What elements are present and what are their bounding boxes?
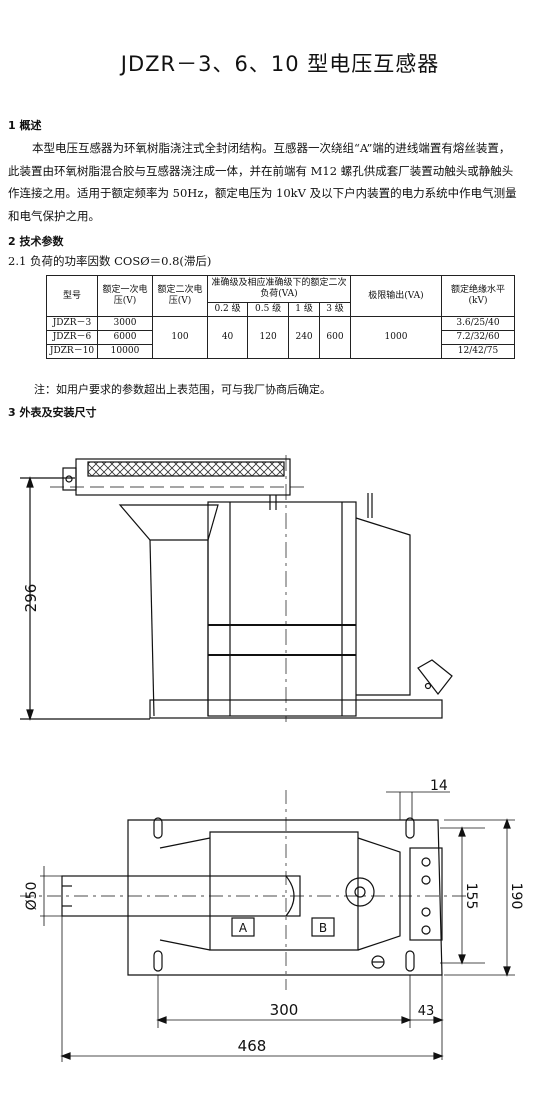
section-2-heading: 2 技术参数 <box>8 235 64 248</box>
section-2-1-line: 2.1 负荷的功率因数 COSØ＝0.8(滞后) <box>8 254 212 268</box>
section-1-body: 本型电压互感器为环氧树脂浇注式全封闭结构。互感器一次绕组“A”端的进线端置有熔丝… <box>8 137 553 227</box>
main-body <box>207 501 357 717</box>
cell-load: 40 <box>206 316 249 359</box>
cell-model: JDZR－10 <box>46 344 98 359</box>
mounting-slot <box>405 950 415 972</box>
dim-label-height: 296 <box>22 584 40 613</box>
dim-label-155: 155 <box>463 883 479 910</box>
cell-limit: 1000 <box>350 316 442 359</box>
terminal-a-box <box>231 917 255 937</box>
body-line-2: 此装置由环氧树脂混合胶与互感器浇注成一体，并在前端有 M12 螺孔供成套厂装置动… <box>8 163 514 178</box>
dim-label-diameter: Ø50 <box>24 882 40 911</box>
mounting-slot <box>153 817 163 839</box>
dim-label-190: 190 <box>508 883 524 910</box>
th-limit: 极限输出(VA) <box>350 275 442 317</box>
body-line-4: 和电气保护之用。 <box>8 208 100 223</box>
screw-icon <box>354 886 366 898</box>
base-outline <box>127 819 443 976</box>
terminal-boss <box>345 877 375 907</box>
side-view: 296 <box>20 455 453 722</box>
screw-icon <box>421 907 431 917</box>
cell-primary: 10000 <box>97 344 153 359</box>
mounting-slot <box>153 950 163 972</box>
section-1-heading: 1 概述 <box>8 119 42 132</box>
arrow-icon <box>503 818 511 977</box>
plan-view: A B Ø50 14 155 190 <box>20 778 524 1062</box>
fuse-end-cap <box>62 467 77 491</box>
dim-label-468: 468 <box>238 1037 267 1055</box>
arrow-icon <box>60 1052 444 1060</box>
terminal-b-label: B <box>319 921 327 935</box>
dim-label-43: 43 <box>418 1004 435 1019</box>
arrow-icon <box>458 826 466 965</box>
rear-body <box>355 517 411 696</box>
secondary-terminal-block <box>409 847 443 941</box>
cell-insulation: 12/42/75 <box>441 344 515 359</box>
body-line-1: 本型电压互感器为环氧树脂浇注式全封闭结构。互感器一次绕组“A”端的进线端置有熔丝… <box>32 141 511 155</box>
spec-table: 型号 额定一次电压(V) 额定二次电压(V) 准确级及相应准确级下的额定二次负荷… <box>46 275 515 359</box>
body-line-3: 作连接之用。适用于额定频率为 50Hz，额定电压为 10kV 及以下户内装置的电… <box>8 186 517 200</box>
table-note: 注：如用户要求的参数超出上表范围，可与我厂协商后确定。 <box>34 383 331 396</box>
screw-icon <box>424 682 432 690</box>
dim-label-14: 14 <box>430 778 448 794</box>
dim-label-300: 300 <box>270 1001 299 1019</box>
th-secondary: 额定二次电压(V) <box>152 275 208 317</box>
cell-load: 240 <box>288 316 321 359</box>
screw-icon <box>421 857 431 867</box>
section-3-heading: 3 外表及安装尺寸 <box>8 406 97 419</box>
terminal-a-label: A <box>239 921 248 935</box>
arrow-icon <box>156 1016 444 1024</box>
mounting-slot <box>405 817 415 839</box>
page-title: JDZR－3、6、10 型电压互感器 <box>120 52 440 76</box>
funnel-top <box>118 504 219 541</box>
base-plate <box>149 699 443 719</box>
terminal-b-box <box>311 917 335 937</box>
screw-icon <box>65 475 73 483</box>
secondary-terminal-box <box>417 659 453 695</box>
th-insulation: 额定绝缘水平(kV) <box>441 275 515 317</box>
screw-icon <box>421 925 431 935</box>
arrow-icon <box>26 476 34 721</box>
screw-icon <box>421 875 431 885</box>
cell-secondary: 100 <box>152 316 208 359</box>
cell-load: 120 <box>247 316 290 359</box>
fuse-hatching <box>87 461 285 477</box>
